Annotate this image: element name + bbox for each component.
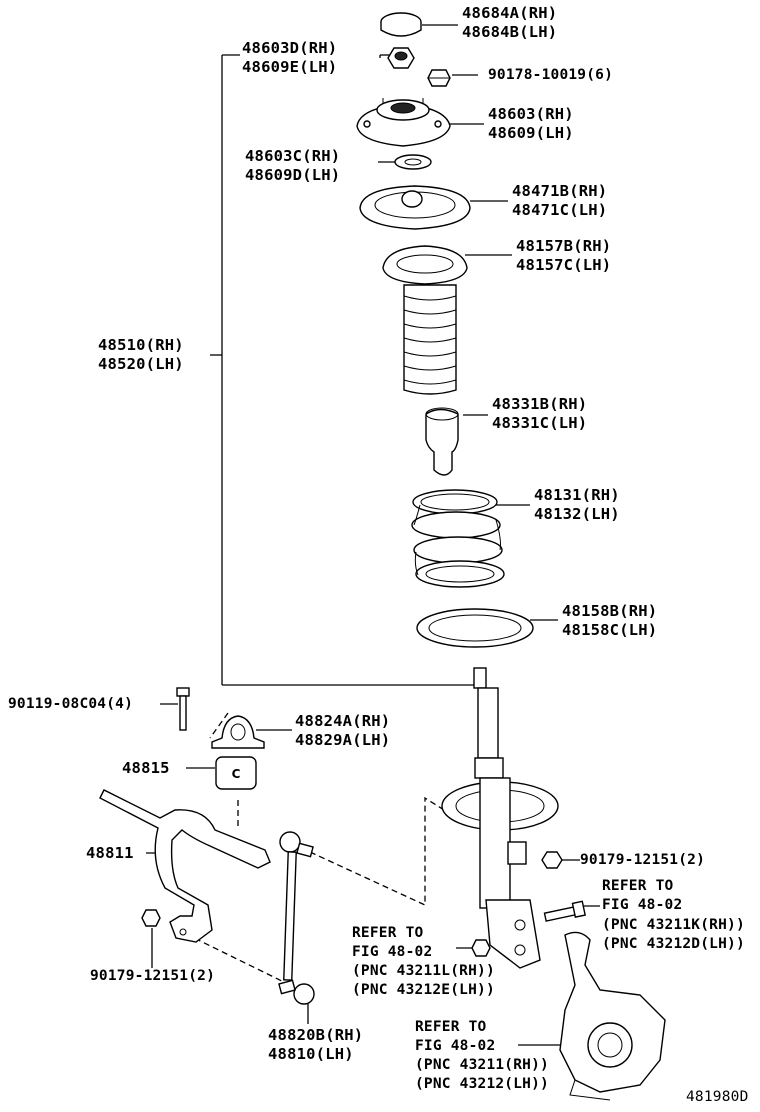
callout-48603: 48603(RH) [488,105,574,123]
stabilizer-bushing-part: C [215,756,257,790]
coil-spring-part [411,489,505,588]
top-cap-part [380,12,422,37]
small-nut-part [427,69,451,87]
callout-refer-strut-4: (PNC 43212E(LH)) [352,982,495,998]
callout-48331b: 48331B(RH) [492,395,588,413]
callout-48609: 48609(LH) [488,124,574,142]
callout-48603c: 48603C(RH) [245,147,341,165]
dust-boot-part [382,245,468,395]
svg-text:C: C [232,767,241,781]
callout-refer-hub-3: (PNC 43211(RH)) [415,1057,549,1073]
callout-48824a: 48824A(RH) [295,712,391,730]
callout-refer-hub-4: (PNC 43212(LH)) [415,1076,549,1092]
callout-48158c: 48158C(LH) [562,621,658,639]
callout-48157b: 48157B(RH) [516,237,612,255]
callout-48471c: 48471C(LH) [512,201,608,219]
strut-bolt-part [543,900,586,922]
callout-refer-knuckle-2: FIG 48-02 [602,897,683,913]
bound-stopper-part [425,407,459,476]
callout-refer-strut-1: REFER TO [352,925,424,941]
callout-90119: 90119-08C04(4) [8,696,134,712]
figure-code: 481980D [686,1089,749,1105]
callout-refer-knuckle-1: REFER TO [602,878,674,894]
callout-90178: 90178-10019(6) [488,67,614,83]
bracket-bolt-part [176,687,190,731]
callout-48158b: 48158B(RH) [562,602,658,620]
callout-48471b: 48471B(RH) [512,182,608,200]
washer-part [394,154,432,170]
callout-48157c: 48157C(LH) [516,256,612,274]
stabilizer-nut-part [141,909,161,927]
strut-nut-part [541,851,563,869]
callout-48609e: 48609E(LH) [242,58,338,76]
callout-refer-knuckle-3: (PNC 43211K(RH)) [602,917,745,933]
callout-refer-hub-1: REFER TO [415,1019,487,1035]
callout-48609d: 48609D(LH) [245,166,341,184]
callout-48684b: 48684B(LH) [462,23,558,41]
steering-knuckle-part [559,931,666,1101]
callout-48510: 48510(RH) [98,336,184,354]
lower-insulator-part [416,608,534,648]
callout-48603d: 48603D(RH) [242,39,338,57]
callout-48829a: 48829A(LH) [295,731,391,749]
callout-refer-knuckle-4: (PNC 43212D(LH)) [602,936,745,952]
spring-seat-part [359,185,471,230]
callout-48810: 48810(LH) [268,1045,354,1063]
callout-48684a: 48684A(RH) [462,4,558,22]
strut-left-nut-part [471,939,491,957]
callout-48811: 48811 [86,844,134,862]
leader-lines [146,24,600,1046]
top-nut-part [387,47,415,69]
upper-support-part [356,98,451,147]
stabilizer-link-part [278,831,315,1005]
callout-90179-left: 90179-12151(2) [90,968,216,984]
callout-refer-strut-2: FIG 48-02 [352,944,433,960]
callout-48331c: 48331C(LH) [492,414,588,432]
callout-48520: 48520(LH) [98,355,184,373]
callout-refer-strut-3: (PNC 43211L(RH)) [352,963,495,979]
stabilizer-bar-part [99,789,271,943]
callout-48820b: 48820B(RH) [268,1026,364,1044]
callout-48132: 48132(LH) [534,505,620,523]
callout-90179-right: 90179-12151(2) [580,852,706,868]
callout-48131: 48131(RH) [534,486,620,504]
callout-refer-hub-2: FIG 48-02 [415,1038,496,1054]
bushing-bracket-part [211,715,265,749]
shock-absorber-part [441,667,559,969]
callout-48815: 48815 [122,759,170,777]
